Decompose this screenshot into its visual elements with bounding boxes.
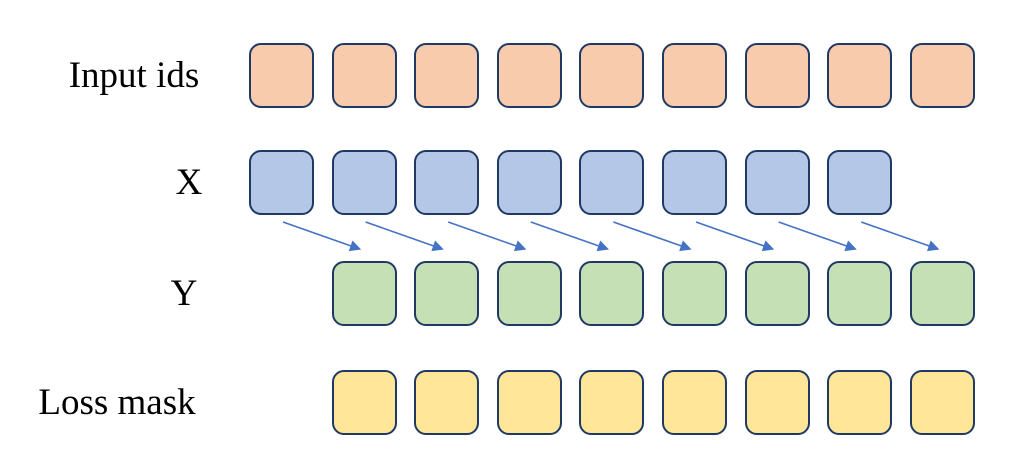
token-square-loss_mask [579,370,645,435]
token-square-input_ids [579,43,645,108]
token-square-x [827,150,893,215]
row-label-input-ids: Input ids [68,55,200,96]
token-square-input_ids [496,43,562,108]
token-square-x [662,150,727,215]
token-square-input_ids [331,43,397,108]
token-square-x [579,150,645,215]
token-square-x [496,150,562,215]
row-label-loss-mask: Loss mask [38,382,196,423]
token-square-x [744,150,810,215]
x-to-y-arrow [530,221,609,252]
token-square-y [414,261,480,326]
x-to-y-arrow [613,221,692,252]
token-square-x [331,150,397,215]
token-square-loss_mask [827,370,893,435]
x-to-y-arrow [447,221,527,252]
token-square-input_ids [249,43,314,108]
token-square-y [744,261,810,326]
token-square-y [579,261,645,326]
token-square-loss_mask [414,370,480,435]
token-square-input_ids [827,43,893,108]
token-square-loss_mask [496,370,562,435]
token-square-input_ids [909,43,975,108]
x-to-y-arrow [365,221,444,252]
x-to-y-arrow [860,221,940,252]
token-square-y [662,261,727,326]
row-label-y: Y [170,273,198,314]
x-to-y-arrow [282,221,362,252]
token-square-x [414,150,480,215]
token-square-loss_mask [331,370,397,435]
token-square-x [249,150,314,215]
token-square-y [331,261,397,326]
token-square-y [827,261,893,326]
x-to-y-arrow [778,221,857,252]
token-square-loss_mask [744,370,810,435]
token-square-input_ids [414,43,480,108]
token-square-y [909,261,975,326]
token-square-loss_mask [909,370,975,435]
row-label-x: X [175,162,203,203]
x-to-y-arrow [695,221,775,252]
token-square-input_ids [744,43,810,108]
token-square-loss_mask [662,370,727,435]
token-square-y [496,261,562,326]
token-square-input_ids [662,43,727,108]
